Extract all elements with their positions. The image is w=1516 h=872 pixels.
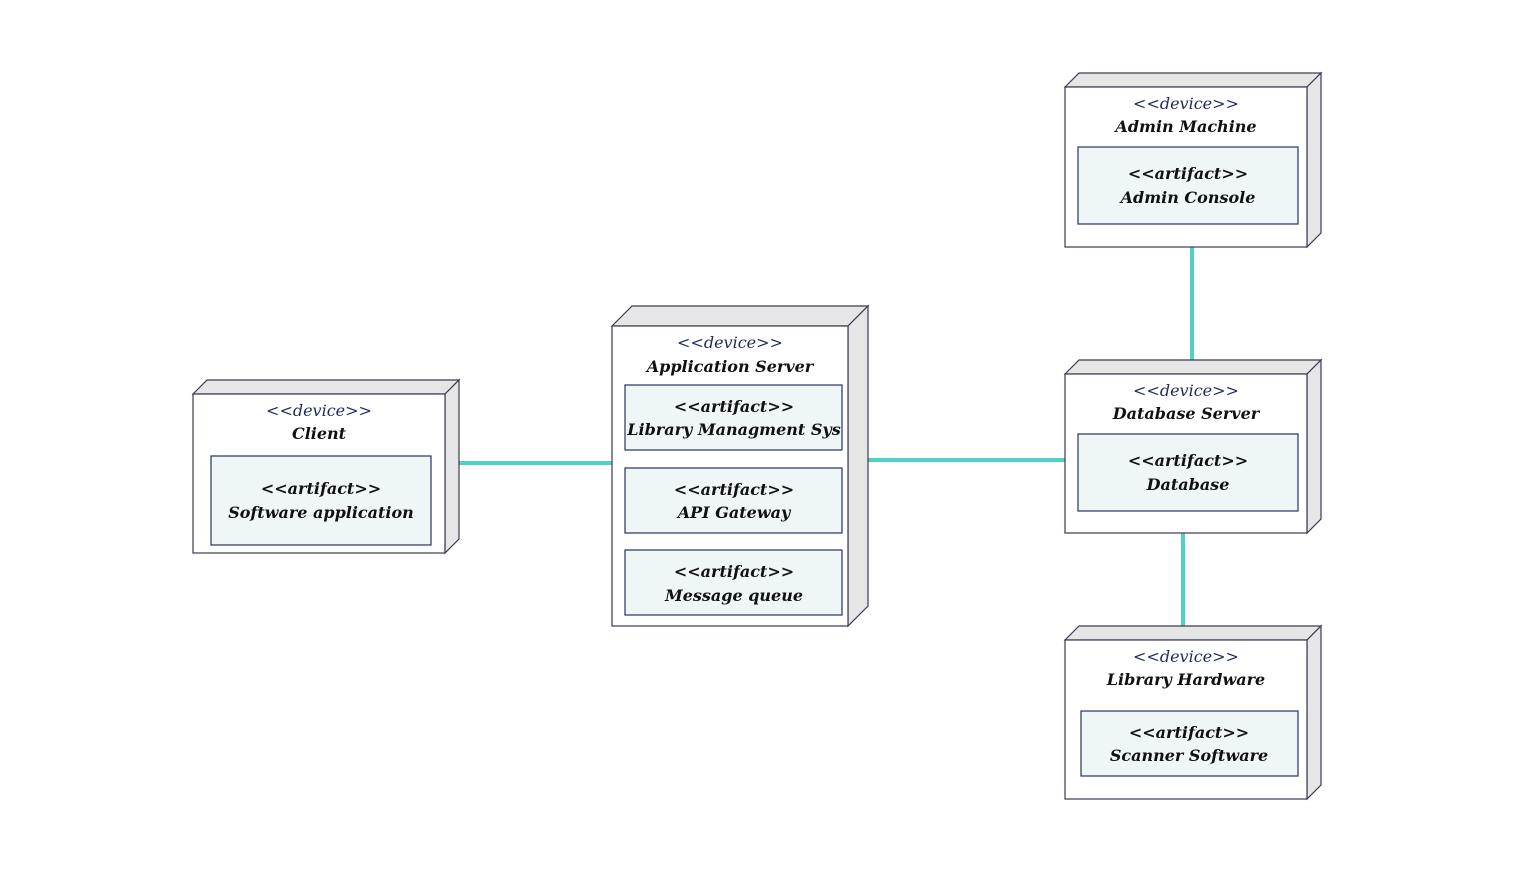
artifact-stereotype: <<artifact>>: [674, 562, 794, 581]
node-stereotype: <<device>>: [266, 401, 372, 420]
node-name: Client: [292, 424, 347, 443]
node-database-server[interactable]: <<device>> Database Server <<artifact>> …: [1063, 358, 1323, 535]
artifact-software-application[interactable]: <<artifact>> Software application: [210, 455, 432, 546]
artifact-stereotype: <<artifact>>: [674, 480, 794, 499]
node-name: Application Server: [645, 357, 815, 376]
node-name: Library Hardware: [1106, 670, 1265, 689]
artifact-library-managment-sys[interactable]: <<artifact>> Library Managment Sys: [624, 384, 843, 451]
artifact-database[interactable]: <<artifact>> Database: [1077, 433, 1299, 512]
node-stereotype: <<device>>: [1133, 94, 1239, 113]
artifact-scanner-software[interactable]: <<artifact>> Scanner Software: [1080, 710, 1299, 777]
artifact-name: API Gateway: [676, 503, 792, 522]
artifact-api-gateway[interactable]: <<artifact>> API Gateway: [624, 467, 843, 534]
node-client[interactable]: <<device>> Client <<artifact>> Software …: [191, 378, 461, 555]
artifact-stereotype: <<artifact>>: [1128, 164, 1248, 183]
artifact-stereotype: <<artifact>>: [1129, 723, 1249, 742]
artifact-stereotype: <<artifact>>: [1128, 451, 1248, 470]
artifact-stereotype: <<artifact>>: [674, 397, 794, 416]
artifact-name: Software application: [228, 503, 414, 522]
artifact-name: Database: [1146, 475, 1230, 494]
node-name: Admin Machine: [1113, 117, 1256, 136]
connectors: [459, 247, 1194, 626]
node-admin-machine[interactable]: <<device>> Admin Machine <<artifact>> Ad…: [1063, 71, 1323, 249]
artifact-name: Library Managment Sys: [626, 420, 840, 439]
artifact-admin-console[interactable]: <<artifact>> Admin Console: [1077, 146, 1299, 225]
artifact-message-queue[interactable]: <<artifact>> Message queue: [624, 549, 843, 616]
node-stereotype: <<device>>: [1133, 647, 1239, 666]
node-application-server[interactable]: <<device>> Application Server <<artifact…: [610, 304, 870, 628]
node-library-hardware[interactable]: <<device>> Library Hardware <<artifact>>…: [1063, 624, 1323, 801]
node-name: Database Server: [1112, 404, 1261, 423]
artifact-name: Scanner Software: [1110, 746, 1268, 765]
artifact-name: Admin Console: [1119, 188, 1256, 207]
node-stereotype: <<device>>: [1133, 381, 1239, 400]
artifact-stereotype: <<artifact>>: [261, 479, 381, 498]
artifact-name: Message queue: [664, 586, 803, 605]
node-stereotype: <<device>>: [677, 333, 783, 352]
